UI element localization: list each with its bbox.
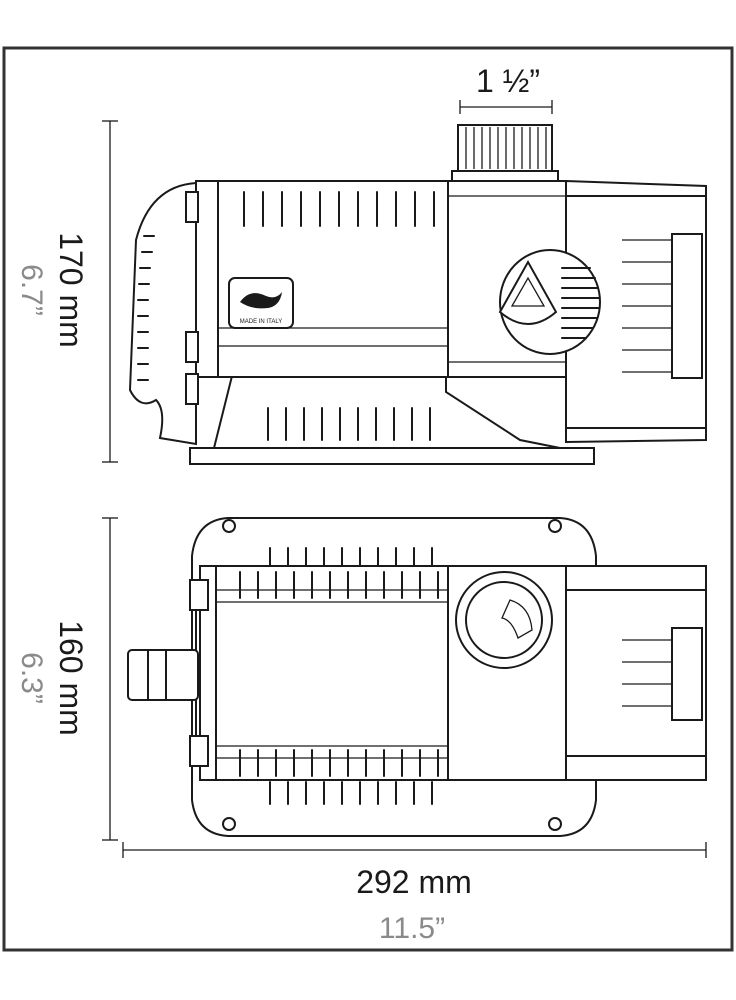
height-imperial-label: 6.7” bbox=[15, 264, 48, 316]
width-metric-label: 160 mm bbox=[53, 620, 89, 736]
whale-icon bbox=[240, 292, 282, 309]
length-metric-label: 292 mm bbox=[356, 864, 472, 900]
width-imperial-label: 6.3” bbox=[15, 652, 48, 704]
frame-border bbox=[2, 46, 734, 952]
logo-text: MADE IN ITALY bbox=[240, 319, 282, 325]
outlet-size-label: 1 ½” bbox=[476, 63, 540, 99]
intake-grille bbox=[128, 181, 197, 446]
width-dimension: 160 mm 6.3” bbox=[15, 517, 118, 841]
pump-side-view: 1 ½” bbox=[128, 63, 707, 465]
side-clip bbox=[671, 233, 703, 379]
length-imperial-label: 11.5” bbox=[379, 912, 445, 945]
flow-control-button bbox=[498, 259, 558, 325]
outlet-port-top bbox=[455, 571, 553, 669]
height-dimension: 170 mm 6.7” bbox=[15, 120, 118, 463]
length-dimension: 292 mm 11.5” bbox=[122, 842, 707, 945]
base-plate bbox=[189, 447, 595, 465]
height-metric-label: 170 mm bbox=[53, 232, 89, 348]
pump-top-view bbox=[127, 517, 707, 837]
cable-gland bbox=[127, 649, 199, 701]
